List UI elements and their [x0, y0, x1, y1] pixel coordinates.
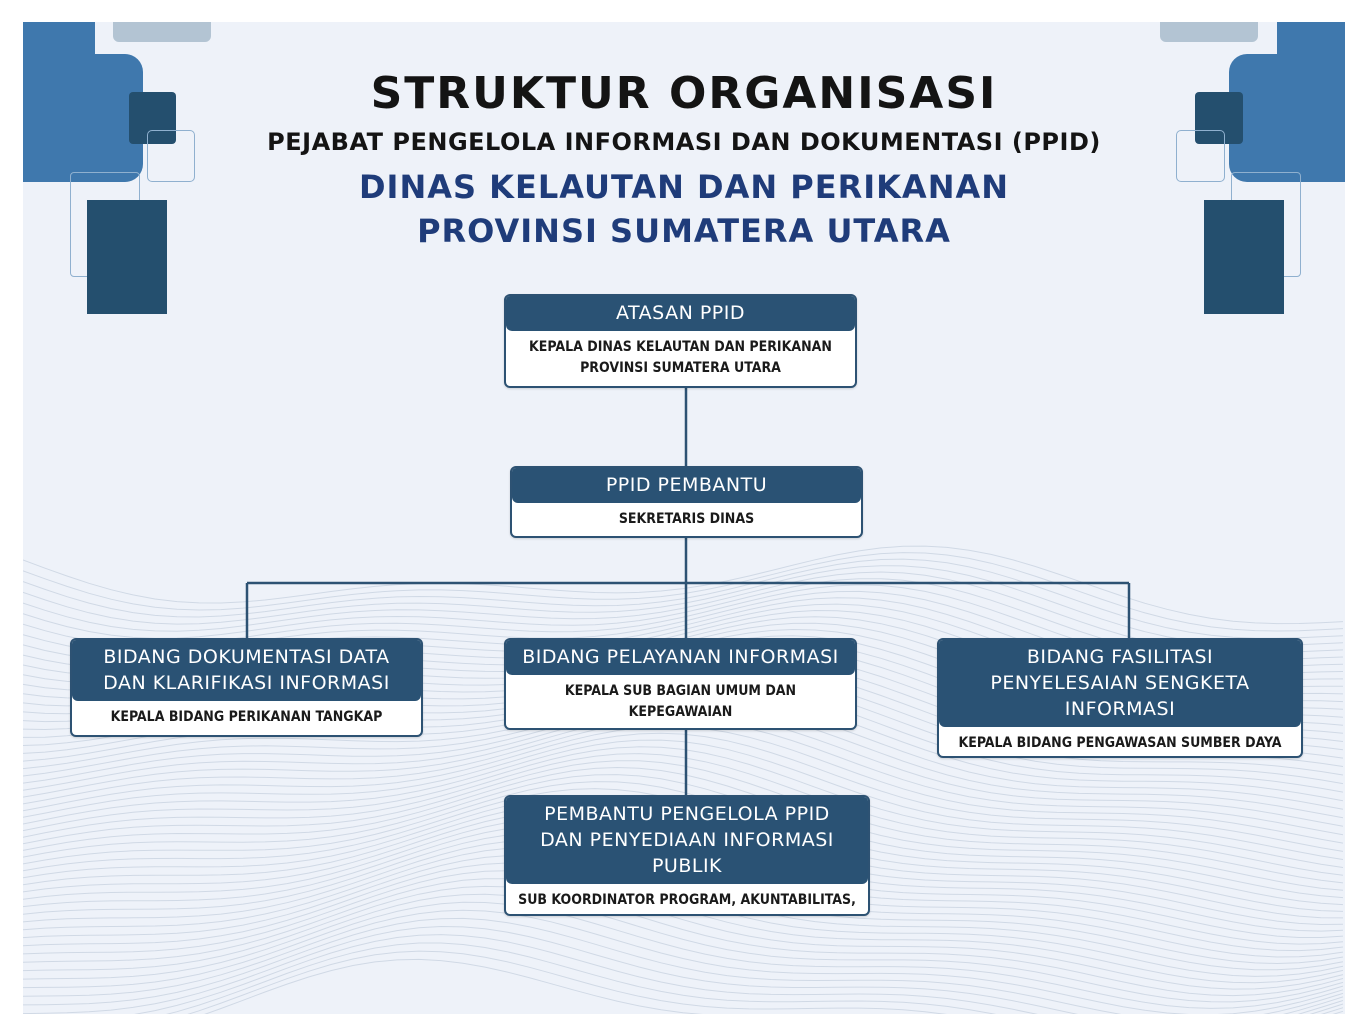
- node-fasilitasi-title: BIDANG FASILITASI PENYELESAIAN SENGKETA …: [939, 640, 1301, 727]
- wave-line: [23, 878, 1344, 990]
- node-pembantu-title: PPID PEMBANTU: [512, 468, 861, 503]
- wave-line: [23, 781, 1344, 906]
- node-atasan-ppid: ATASAN PPID KEPALA DINAS KELAUTAN DAN PE…: [504, 294, 857, 388]
- deco-light-bar-left: [113, 22, 211, 42]
- wave-line: [23, 558, 1344, 639]
- wave-line: [23, 732, 1344, 852]
- org-chart-canvas: STRUKTUR ORGANISASI PEJABAT PENGELOLA IN…: [23, 22, 1345, 1014]
- node-dokumentasi-body: KEPALA BIDANG PERIKANAN TANGKAP: [110, 709, 383, 725]
- wave-line: [23, 893, 1344, 1003]
- wave-line: [23, 739, 1344, 860]
- deco-blue-rounded-right: [1229, 54, 1345, 182]
- node-pembantu-pengelola: PEMBANTU PENGELOLA PPID DAN PENYEDIAAN I…: [504, 795, 870, 916]
- deco-dark-rect-right: [1204, 200, 1284, 314]
- wave-line: [23, 565, 1344, 647]
- node-ppid-pembantu: PPID PEMBANTU SEKRETARIS DINAS: [510, 466, 863, 538]
- wave-line: [23, 901, 1344, 1009]
- page-title: STRUKTUR ORGANISASI: [370, 68, 998, 119]
- wave-line: [165, 942, 1344, 1014]
- deco-dark-square-left: [129, 92, 176, 144]
- node-atasan-body: KEPALA DINAS KELAUTAN DAN PERIKANAN PROV…: [529, 339, 832, 376]
- node-fasilitasi-body: KEPALA BIDANG PENGAWASAN SUMBER DAYA KEL…: [958, 735, 1282, 751]
- wave-line: [23, 774, 1344, 899]
- node-dokumentasi-title: BIDANG DOKUMENTASI DATA DAN KLARIFIKASI …: [72, 640, 421, 701]
- deco-outline-square-right: [1176, 130, 1225, 182]
- node-pembantu-body: SEKRETARIS DINAS: [618, 511, 755, 527]
- page-subtitle: PEJABAT PENGELOLA INFORMASI DAN DOKUMENT…: [267, 128, 1101, 156]
- wave-line: [134, 934, 1344, 1014]
- wave-line: [23, 766, 1344, 891]
- connector-lines: [245, 386, 1131, 797]
- deco-dark-rect-left: [87, 200, 167, 314]
- node-atasan-title: ATASAN PPID: [506, 296, 855, 331]
- deco-dark-square-right: [1195, 92, 1243, 144]
- node-pengelola-title: PEMBANTU PENGELOLA PPID DAN PENYEDIAAN I…: [506, 797, 868, 884]
- node-pengelola-body: SUB KOORDINATOR PROGRAM, AKUNTABILITAS, …: [518, 892, 856, 914]
- wave-line: [23, 571, 1344, 654]
- wave-line: [23, 925, 1344, 1014]
- node-pelayanan-title: BIDANG PELAYANAN INFORMASI: [506, 640, 855, 675]
- deco-blue-rounded-left: [23, 54, 143, 182]
- wave-line: [23, 552, 1344, 632]
- node-bidang-dokumentasi: BIDANG DOKUMENTASI DATA DAN KLARIFIKASI …: [70, 638, 423, 737]
- node-bidang-pelayanan: BIDANG PELAYANAN INFORMASI KEPALA SUB BA…: [504, 638, 857, 730]
- wave-line: [23, 917, 1344, 1014]
- wave-line: [23, 909, 1344, 1014]
- deco-light-bar-right: [1160, 22, 1258, 42]
- wave-line: [23, 746, 1344, 868]
- wave-line: [23, 885, 1344, 997]
- agency-province: PROVINSI SUMATERA UTARA: [417, 212, 951, 250]
- wave-line: [187, 950, 1344, 1014]
- deco-outline-square-left: [147, 130, 195, 182]
- wave-line: [23, 545, 1344, 625]
- wave-line: [23, 760, 1344, 884]
- agency-name: DINAS KELAUTAN DAN PERIKANAN: [358, 168, 1010, 206]
- node-bidang-fasilitasi: BIDANG FASILITASI PENYELESAIAN SENGKETA …: [937, 638, 1303, 758]
- wave-line: [204, 958, 1344, 1014]
- node-pelayanan-body: KEPALA SUB BAGIAN UMUM DAN KEPEGAWAIAN: [564, 683, 797, 720]
- wave-line: [23, 753, 1344, 876]
